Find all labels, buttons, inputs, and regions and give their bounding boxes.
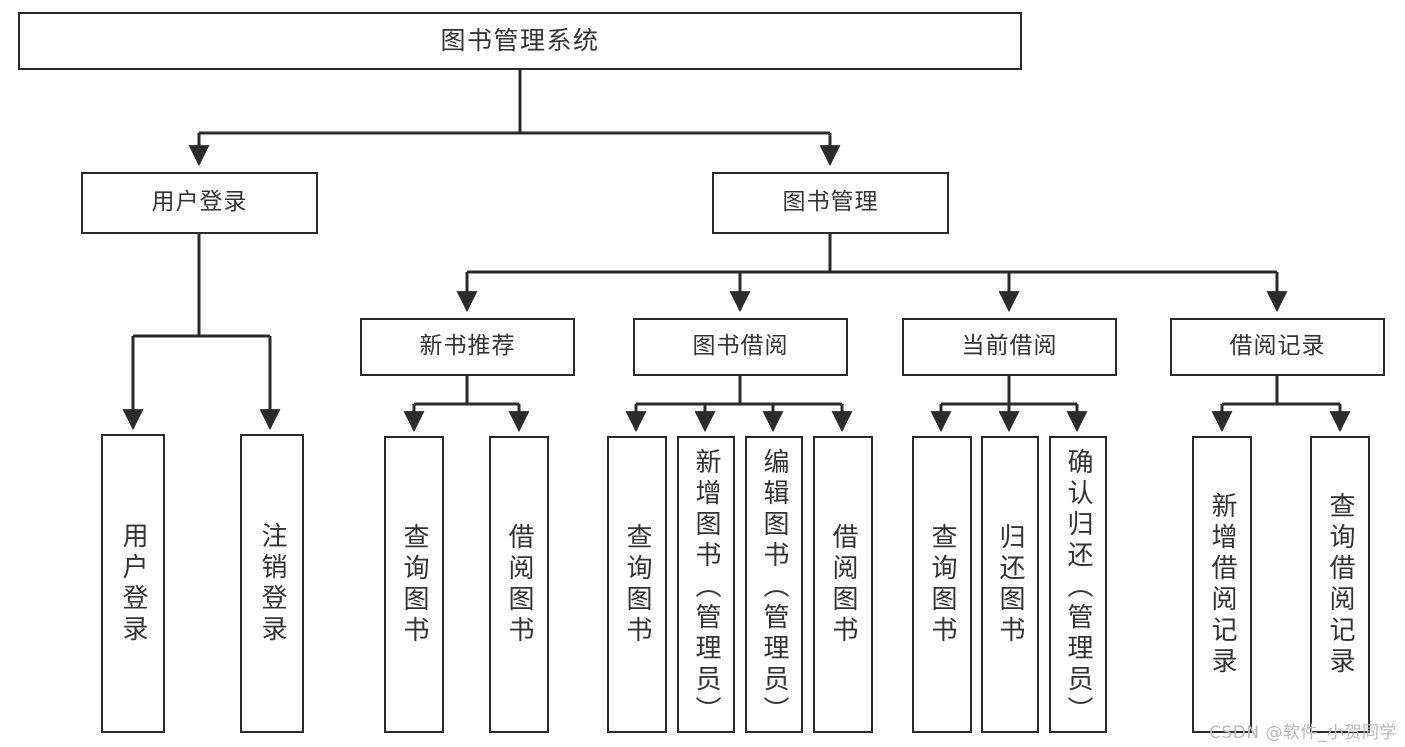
node-label: 新书推荐 (419, 333, 516, 360)
node-label: 查询借阅记录 (1325, 491, 1355, 678)
node-label: 查询图书 (399, 522, 429, 647)
node-current-borrow[interactable]: 当前借阅 (902, 318, 1117, 376)
node-label: 查询图书 (927, 522, 957, 647)
node-label: 借阅记录 (1229, 333, 1326, 360)
node-label: 归还图书 (995, 522, 1025, 647)
node-book-management[interactable]: 图书管理 (712, 172, 949, 234)
node-book-borrow[interactable]: 图书借阅 (633, 318, 848, 376)
node-label: 确认归还（管理员） (1063, 448, 1093, 727)
leaf-user-login-logout[interactable]: 注销登录 (240, 434, 304, 733)
node-label: 当前借阅 (961, 333, 1058, 360)
leaf-borrow-record-query[interactable]: 查询借阅记录 (1310, 436, 1370, 733)
leaf-new-book-query[interactable]: 查询图书 (384, 436, 444, 733)
node-user-login[interactable]: 用户登录 (81, 172, 318, 234)
node-label: 借阅图书 (504, 522, 534, 647)
node-label: 查询图书 (622, 522, 652, 647)
node-label: 编辑图书（管理员） (759, 448, 789, 727)
node-label: 图书管理 (782, 189, 879, 216)
node-label: 注销登录 (257, 521, 287, 646)
leaf-book-borrow-add[interactable]: 新增图书（管理员） (677, 436, 735, 733)
leaf-book-borrow-edit[interactable]: 编辑图书（管理员） (745, 436, 803, 733)
node-root-system[interactable]: 图书管理系统 (18, 12, 1022, 70)
node-label: 图书借阅 (692, 333, 789, 360)
leaf-borrow-record-add[interactable]: 新增借阅记录 (1192, 436, 1252, 733)
node-label: 图书管理系统 (440, 26, 600, 56)
node-borrow-record[interactable]: 借阅记录 (1170, 318, 1385, 376)
node-label: 新增借阅记录 (1207, 491, 1237, 678)
leaf-book-borrow-borrow[interactable]: 借阅图书 (813, 436, 873, 733)
leaf-user-login-login[interactable]: 用户登录 (101, 434, 165, 733)
node-label: 新增图书（管理员） (691, 448, 721, 727)
node-label: 用户登录 (118, 521, 148, 646)
leaf-current-borrow-confirm-return[interactable]: 确认归还（管理员） (1049, 436, 1107, 733)
csdn-watermark: CSDN @软件_小贺同学 (1209, 723, 1397, 743)
node-label: 用户登录 (151, 189, 248, 216)
leaf-book-borrow-query[interactable]: 查询图书 (607, 436, 667, 733)
leaf-current-borrow-query[interactable]: 查询图书 (912, 436, 972, 733)
node-new-book-recommend[interactable]: 新书推荐 (360, 318, 575, 376)
leaf-new-book-borrow[interactable]: 借阅图书 (489, 436, 549, 733)
leaf-current-borrow-return[interactable]: 归还图书 (981, 436, 1039, 733)
node-label: 借阅图书 (828, 522, 858, 647)
